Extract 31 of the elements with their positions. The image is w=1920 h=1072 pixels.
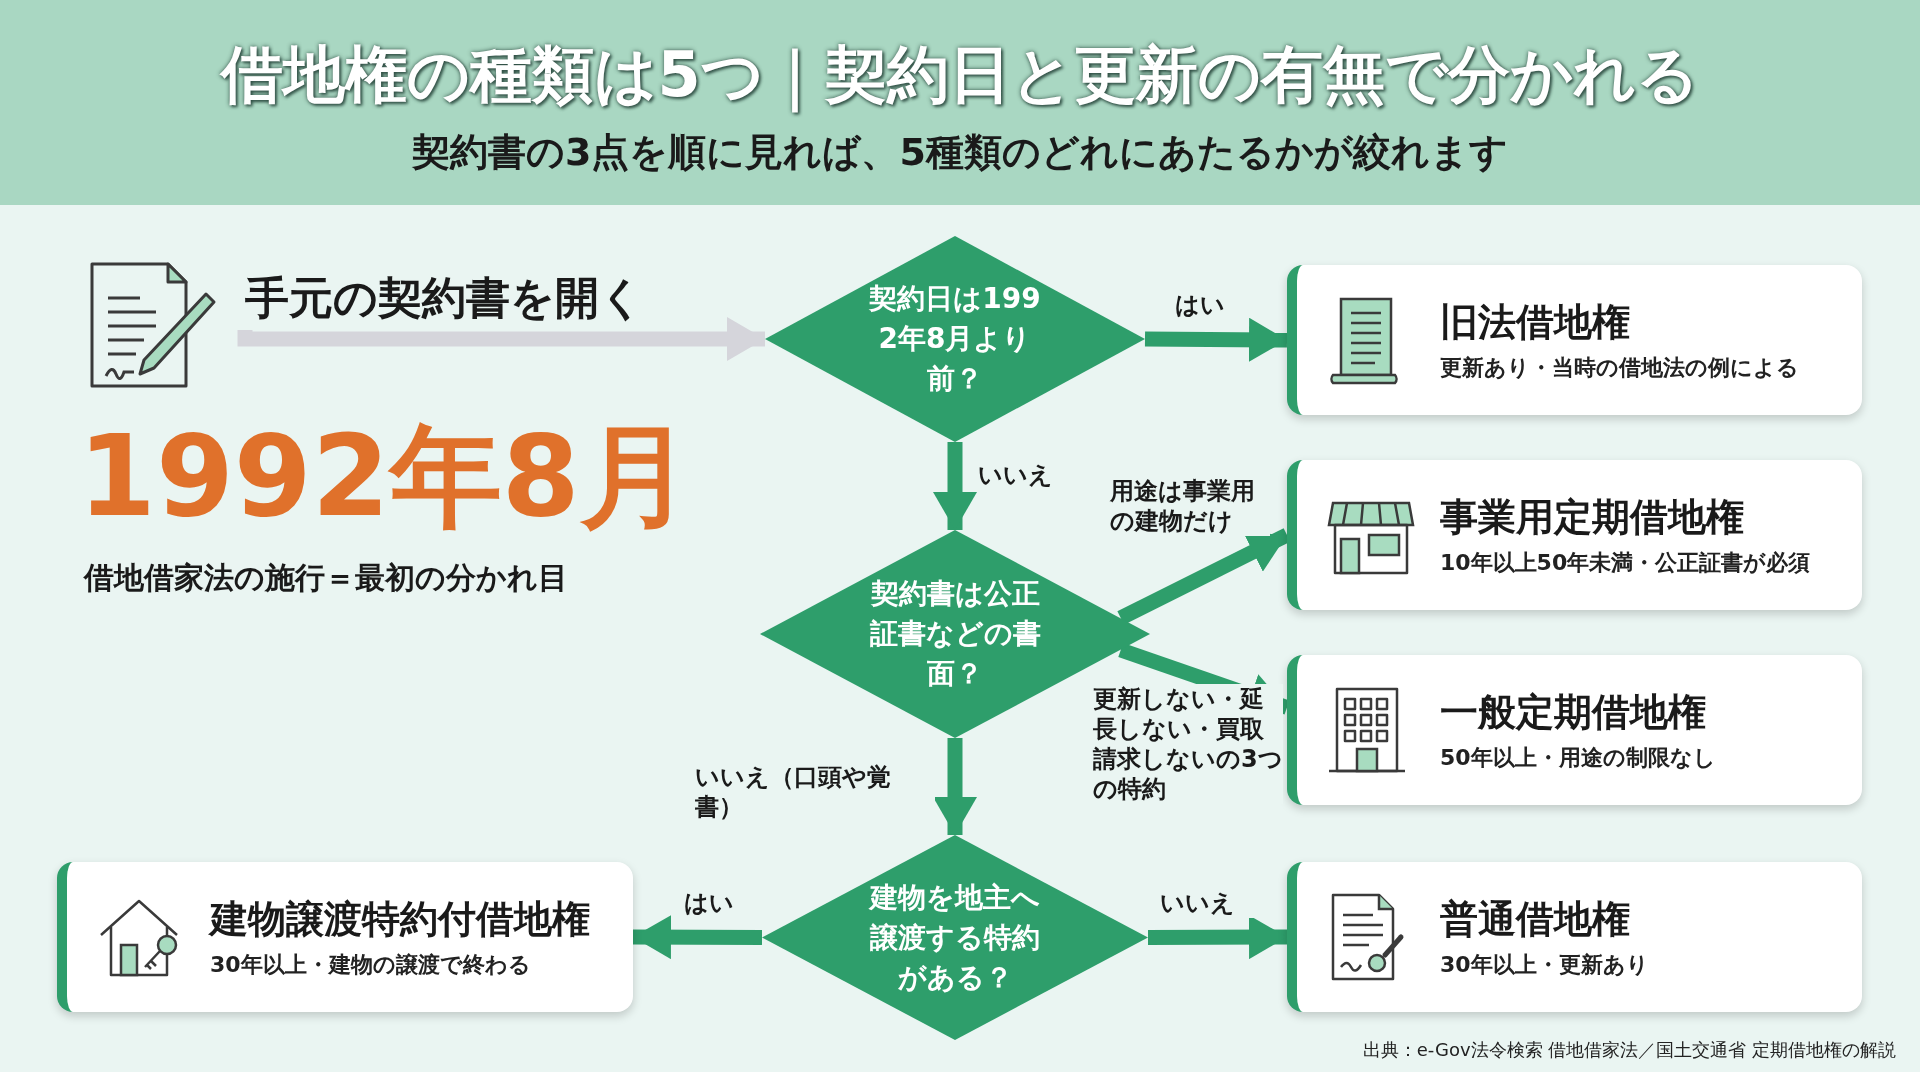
decision-text: 建物を地主へ譲渡する特約がある？	[867, 879, 1041, 996]
source-note: 出典：e-Gov法令検索 借地借家法／国土交通省 定期借地権の解説	[1362, 1038, 1896, 1062]
result-description: 10年以上50年未満・公正証書が必須	[1440, 549, 1812, 577]
edge-label: いいえ（口頭や覚書）	[695, 762, 935, 822]
result-title: 一般定期借地権	[1440, 688, 1707, 736]
result-description: 30年以上・建物の譲渡で終わる	[210, 951, 532, 979]
result-title: 普通借地権	[1440, 895, 1631, 943]
step-text: 手元の契約書を開く	[245, 271, 644, 325]
note-text: 借地借家法の施行＝最初の分かれ目	[84, 559, 568, 597]
result-title: 事業用定期借地権	[1440, 493, 1745, 541]
edge-label: 用途は事業用の建物だけ	[1110, 476, 1270, 536]
edge-label: 更新しない・延長しない・買取請求しないの3つの特約	[1093, 684, 1283, 804]
result-title: 建物譲渡特約付借地権	[210, 895, 591, 943]
subtitle: 契約書の3点を順に見れば、5種類のどれにあたるかが絞れます	[412, 129, 1508, 176]
result-card	[1287, 862, 1862, 1012]
result-description: 30年以上・更新あり	[1440, 951, 1650, 979]
decision-text: 契約日は1992年8月より前？	[868, 281, 1042, 397]
arrow	[632, 915, 763, 960]
arrow	[237, 317, 765, 361]
result-card	[57, 862, 633, 1012]
result-description: 50年以上・用途の制限なし	[1440, 744, 1717, 772]
title: 借地権の種類は5つ｜契約日と更新の有無で分かれる	[221, 37, 1699, 115]
arrow	[1144, 317, 1288, 362]
result-title: 旧法借地権	[1440, 298, 1631, 346]
arrow	[933, 442, 977, 530]
result-card	[1287, 460, 1862, 610]
result-description: 更新あり・当時の借地法の例による	[1440, 354, 1800, 382]
result-card	[1287, 265, 1862, 415]
highlight-date: 1992年8月	[78, 420, 692, 532]
decision-text: 契約書は公正証書などの書面？	[868, 576, 1042, 692]
result-card	[1287, 655, 1862, 805]
